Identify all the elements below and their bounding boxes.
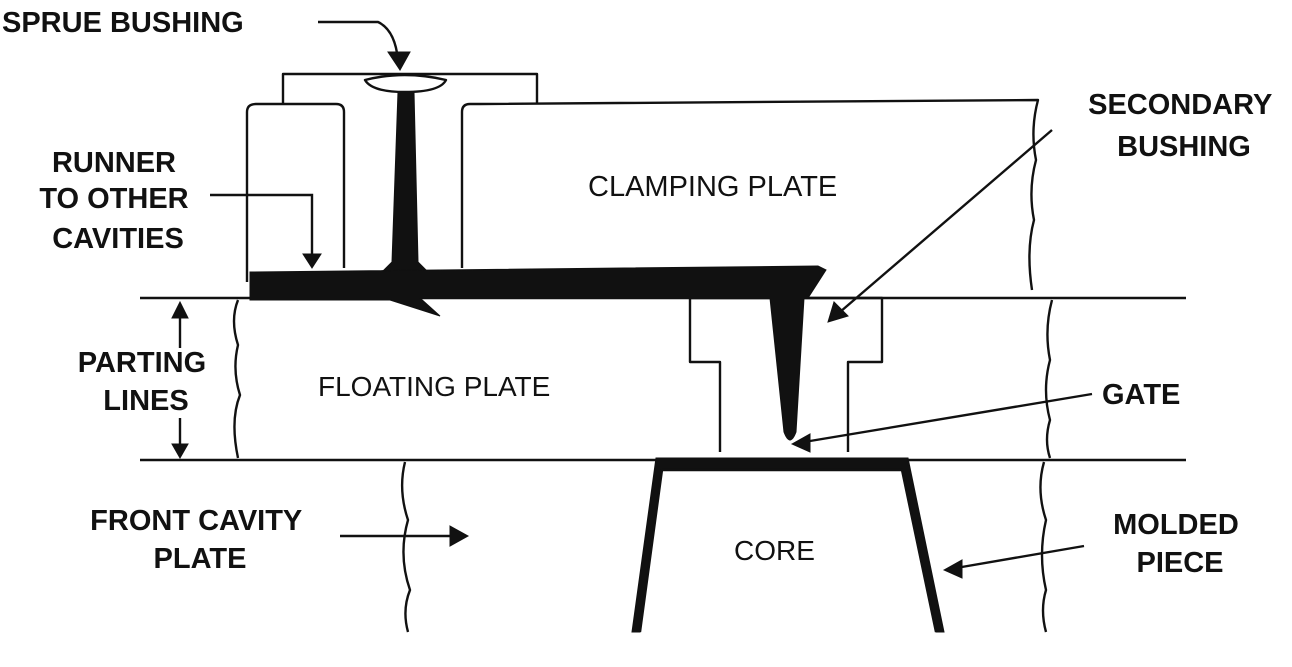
molded-piece-arrowhead — [942, 559, 963, 579]
parting-lines-label-line2: LINES — [103, 385, 188, 417]
sprue-bushing-label: SPRUE BUSHING — [2, 7, 244, 39]
core-outline — [638, 468, 938, 633]
runner-label-line2: TO OTHER — [39, 183, 188, 215]
parting-lines-arrow-down — [171, 443, 189, 460]
cavity-plate-right-edge — [1039, 461, 1048, 633]
core-label: CORE — [734, 535, 815, 566]
molded-piece-label: MOLDED PIECE — [1113, 509, 1247, 579]
front-cavity-arrowhead — [449, 525, 470, 547]
sprue-bushing-leader — [318, 20, 400, 61]
front-cavity-plate-label-line1: FRONT CAVITY — [90, 505, 302, 537]
secondary-bushing-label-line1: SECONDARY — [1088, 89, 1272, 121]
runner-arrowhead — [302, 253, 322, 269]
secondary-bushing-label-line2: BUSHING — [1117, 131, 1251, 163]
runner-label-line3: CAVITIES — [52, 223, 184, 255]
molded-piece-leader — [955, 544, 1085, 570]
secondary-bushing-label: SECONDARY BUSHING — [1088, 89, 1280, 163]
sprue-bushing-arrowhead — [387, 51, 411, 71]
parting-lines-arrow-up — [171, 300, 189, 319]
floating-plate-right-edge — [1044, 299, 1054, 459]
runner-melt — [249, 265, 827, 317]
floating-plate-left-edge — [232, 299, 242, 459]
gate-leader — [803, 392, 1093, 444]
front-cavity-plate-label-line2: PLATE — [154, 543, 247, 575]
runner-label: RUNNER TO OTHER CAVITIES — [39, 147, 196, 255]
parting-lines-label-line1: PARTING — [78, 347, 206, 379]
clamping-plate-outline — [460, 98, 1040, 291]
sprue-bushing-cup — [363, 73, 448, 94]
sprue-melt — [376, 91, 434, 277]
runner-leader — [210, 193, 314, 258]
clamping-plate-label: CLAMPING PLATE — [588, 171, 837, 203]
secondary-sprue-melt — [769, 297, 805, 441]
secondary-bushing-arrowhead — [827, 301, 849, 323]
runner-label-line1: RUNNER — [52, 147, 176, 179]
gate-label: GATE — [1102, 379, 1180, 411]
gate-arrowhead — [790, 433, 811, 453]
floating-plate-label: FLOATING PLATE — [318, 371, 550, 402]
secondary-bushing-leader — [839, 129, 1053, 313]
molded-piece-label-line1: MOLDED — [1113, 509, 1239, 541]
front-cavity-plate-label: FRONT CAVITY PLATE — [90, 505, 310, 575]
parting-lines-label: PARTING LINES — [78, 347, 214, 417]
cavity-plate-left-edge — [400, 461, 412, 633]
left-sprue-block — [245, 102, 346, 282]
molded-piece-label-line2: PIECE — [1136, 547, 1223, 579]
